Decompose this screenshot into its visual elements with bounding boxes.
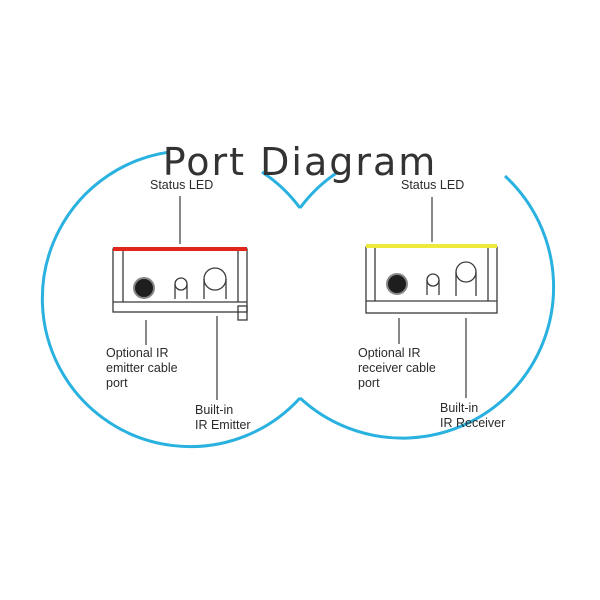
receiver-device (365, 246, 498, 314)
emitter-device (112, 248, 248, 321)
receiver-callout-lines (398, 197, 467, 398)
emitter-status-led-label: Status LED (150, 178, 214, 192)
receiver-cable-port-label: Optional IR receiver cable port (358, 346, 436, 390)
ir-receiver-lens-icon (455, 261, 477, 283)
emitter-circle-outline-top (261, 170, 302, 209)
ir-emitter-lens-icon (203, 267, 227, 291)
emitter-cable-port-icon (133, 277, 155, 299)
emitter-cable-port-label: Optional IR emitter cable port (106, 346, 178, 390)
receiver-cable-port-icon (386, 273, 408, 295)
receiver-circle-outline-main (298, 174, 556, 440)
builtin-ir-emitter-label: Built-in IR Emitter (195, 403, 251, 432)
emitter-callout-lines (145, 196, 218, 400)
receiver-circle-outline (298, 170, 339, 209)
small-port-icon (174, 277, 188, 291)
emitter-circle-outline (40, 150, 302, 449)
receiver-status-led-label: Status LED (401, 178, 465, 192)
small-port-icon (426, 273, 440, 287)
builtin-ir-receiver-label: Built-in IR Receiver (440, 401, 506, 430)
page-title: Port Diagram (162, 140, 438, 184)
